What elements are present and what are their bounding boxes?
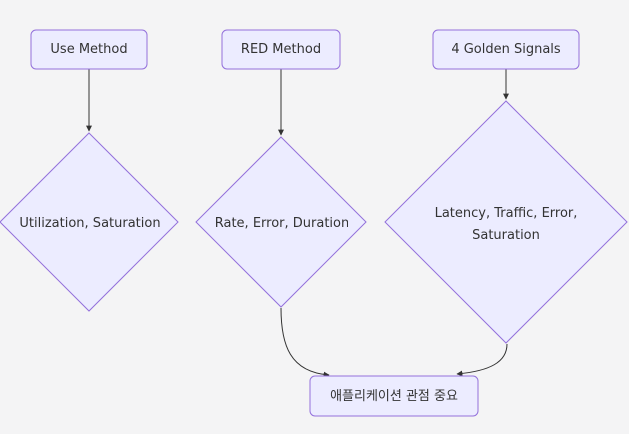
golden-signals-node[interactable]: 4 Golden Signals [432, 29, 580, 70]
use-method-label: Use Method [50, 42, 127, 57]
rate-error-duration-label: Rate, Error, Duration [215, 216, 350, 231]
red-method-label: RED Method [241, 42, 321, 57]
rate-error-duration-diamond[interactable]: Rate, Error, Duration [195, 136, 367, 308]
edge-rate-to-conclusion [280, 307, 330, 378]
application-perspective-label: 애플리케이션 관점 중요 [330, 389, 458, 404]
application-perspective-node[interactable]: 애플리케이션 관점 중요 [309, 375, 479, 417]
utilization-saturation-label: Utilization, Saturation [19, 216, 160, 231]
latency-traffic-diamond[interactable]: Latency, Traffic, Error, Saturation [384, 100, 628, 344]
use-method-node[interactable]: Use Method [30, 29, 148, 70]
latency-traffic-label-line2: Saturation [472, 228, 540, 243]
latency-traffic-label-line1: Latency, Traffic, Error, [435, 206, 578, 221]
golden-signals-label: 4 Golden Signals [451, 42, 561, 57]
utilization-saturation-diamond[interactable]: Utilization, Saturation [0, 132, 179, 312]
red-method-node[interactable]: RED Method [221, 29, 341, 70]
edge-latency-to-conclusion [456, 343, 508, 377]
